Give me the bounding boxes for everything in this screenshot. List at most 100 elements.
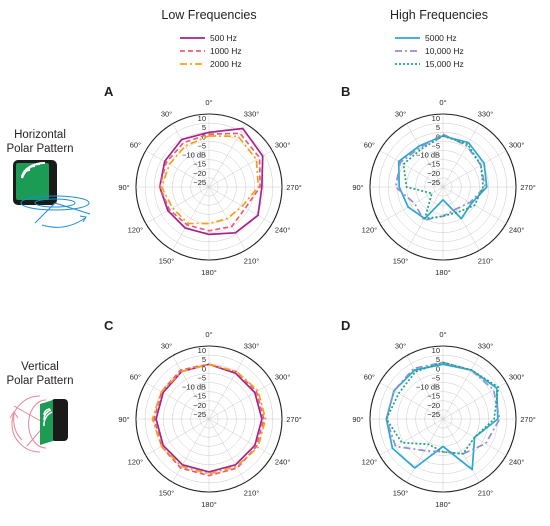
angle-label: 330° bbox=[244, 109, 260, 118]
ring-label: −5 bbox=[197, 141, 206, 150]
series-line-1000hz bbox=[158, 132, 261, 232]
polar-grid-spoke bbox=[379, 150, 444, 188]
ring-label: −25 bbox=[427, 178, 440, 187]
polar-grid-spoke bbox=[172, 418, 210, 483]
ring-label: −10 dB bbox=[182, 383, 206, 392]
ring-label: −20 bbox=[427, 401, 440, 410]
series-line-10000hz bbox=[394, 133, 486, 222]
ring-label: −10 dB bbox=[182, 151, 206, 160]
angle-label: 270° bbox=[286, 183, 302, 192]
series-line-5000hz bbox=[385, 363, 499, 471]
series-line-1000hz bbox=[153, 363, 265, 477]
polar-grid-spoke bbox=[406, 355, 444, 420]
ring-label: 10 bbox=[432, 346, 440, 355]
ring-label: 10 bbox=[198, 346, 206, 355]
angle-label: 90° bbox=[118, 415, 129, 424]
polar-grid-spoke bbox=[208, 150, 273, 188]
ring-label: 10 bbox=[432, 114, 440, 123]
polar-panel-d: 0°330°300°270°240°210°180°150°120°90°60°… bbox=[352, 330, 535, 509]
series-line-15000hz bbox=[385, 361, 500, 455]
row-title-vertical-line1: Vertical bbox=[21, 361, 59, 373]
ring-label: −10 dB bbox=[416, 383, 440, 392]
ring-label: 5 bbox=[202, 355, 206, 364]
ring-label: 0 bbox=[436, 364, 440, 373]
ring-label: 5 bbox=[436, 123, 440, 132]
angle-label: 240° bbox=[509, 458, 525, 467]
series-line-5000hz bbox=[397, 135, 488, 220]
legend-low: 500 Hz 1000 Hz 2000 Hz bbox=[180, 33, 242, 69]
polar-grid-spoke bbox=[145, 186, 210, 224]
angle-label: 180° bbox=[201, 268, 217, 277]
ring-label: −5 bbox=[431, 141, 440, 150]
angle-label: 90° bbox=[352, 415, 363, 424]
ring-label: −20 bbox=[427, 169, 440, 178]
ring-label: 0 bbox=[202, 132, 206, 141]
polar-grid-spoke bbox=[172, 186, 210, 251]
ring-label: −15 bbox=[427, 160, 440, 169]
series-line-500hz bbox=[158, 127, 264, 236]
angle-label: 0° bbox=[205, 98, 212, 107]
ring-label: 10 bbox=[198, 114, 206, 123]
legend-label-500hz: 500 Hz bbox=[210, 33, 237, 43]
polar-grid-spoke bbox=[442, 355, 480, 420]
polar-grid-spoke bbox=[172, 355, 210, 420]
series-line-15000hz bbox=[402, 135, 484, 220]
ring-label: 5 bbox=[202, 123, 206, 132]
angle-label: 270° bbox=[520, 415, 536, 424]
ring-label: −15 bbox=[193, 392, 206, 401]
angle-label: 30° bbox=[161, 341, 172, 350]
ring-label: 0 bbox=[202, 364, 206, 373]
angle-label: 60° bbox=[364, 141, 375, 150]
polar-panel-c: 0°330°300°270°240°210°180°150°120°90°60°… bbox=[118, 330, 301, 509]
series-line-2000hz bbox=[160, 135, 260, 225]
angle-label: 180° bbox=[435, 268, 451, 277]
angle-label: 270° bbox=[286, 415, 302, 424]
legend-label-1000hz: 1000 Hz bbox=[210, 46, 242, 56]
angle-label: 60° bbox=[130, 141, 141, 150]
angle-label: 210° bbox=[478, 489, 494, 498]
ring-label: −20 bbox=[193, 169, 206, 178]
row-title-horizontal-line2: Polar Pattern bbox=[6, 143, 73, 155]
angle-label: 30° bbox=[161, 109, 172, 118]
angle-label: 60° bbox=[364, 373, 375, 382]
ring-label: −25 bbox=[427, 410, 440, 419]
polar-grid-spoke bbox=[208, 355, 246, 420]
polar-grid-spoke bbox=[379, 418, 444, 456]
angle-label: 210° bbox=[244, 489, 260, 498]
polar-grid-spoke bbox=[442, 123, 480, 188]
polar-grid-spoke bbox=[442, 150, 507, 188]
legend-high: 5000 Hz 10,000 Hz 15,000 Hz bbox=[395, 33, 464, 69]
angle-label: 180° bbox=[435, 500, 451, 509]
angle-label: 180° bbox=[201, 500, 217, 509]
angle-label: 150° bbox=[159, 489, 175, 498]
ring-label: 5 bbox=[436, 355, 440, 364]
angle-label: 120° bbox=[128, 226, 144, 235]
angle-label: 330° bbox=[478, 341, 494, 350]
polar-grid-spoke bbox=[208, 382, 273, 420]
angle-label: 270° bbox=[520, 183, 536, 192]
polar-grid-spoke bbox=[406, 123, 444, 188]
polar-grid-spoke bbox=[442, 418, 480, 483]
angle-label: 0° bbox=[439, 330, 446, 339]
polar-grid-spoke bbox=[442, 382, 507, 420]
angle-label: 0° bbox=[439, 98, 446, 107]
angle-label: 210° bbox=[478, 257, 494, 266]
angle-label: 90° bbox=[118, 183, 129, 192]
row-title-vertical-line2: Polar Pattern bbox=[6, 375, 73, 387]
angle-label: 0° bbox=[205, 330, 212, 339]
panel-letter-c: C bbox=[104, 318, 114, 333]
polar-grid-spoke bbox=[379, 382, 444, 420]
ring-label: −5 bbox=[197, 373, 206, 382]
polar-grid-spoke bbox=[145, 382, 210, 420]
polar-grid-spoke bbox=[208, 418, 246, 483]
polar-panel-b: 0°330°300°270°240°210°180°150°120°90°60°… bbox=[352, 98, 535, 277]
legend-label-15000hz: 15,000 Hz bbox=[425, 59, 464, 69]
polar-panel-a: 0°330°300°270°240°210°180°150°120°90°60°… bbox=[118, 98, 301, 277]
ring-label: −5 bbox=[431, 373, 440, 382]
panel-letter-d: D bbox=[341, 318, 350, 333]
legend-label-5000hz: 5000 Hz bbox=[425, 33, 457, 43]
ring-label: −25 bbox=[193, 410, 206, 419]
ring-label: −15 bbox=[427, 392, 440, 401]
polar-grid-spoke bbox=[208, 418, 273, 456]
